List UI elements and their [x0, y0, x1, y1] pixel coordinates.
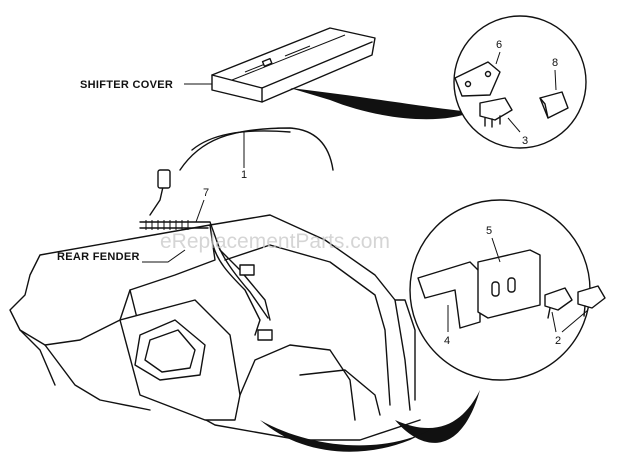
- detail-bubble-bottom: [260, 199, 606, 452]
- label-leaders: [142, 83, 245, 263]
- callout-2: 2: [555, 335, 561, 347]
- callout-1: 1: [241, 169, 247, 181]
- callout-4: 4: [444, 335, 450, 347]
- rear-fender-label: REAR FENDER: [57, 251, 140, 263]
- shifter-cover-label: SHIFTER COVER: [80, 79, 173, 91]
- callout-3: 3: [522, 135, 528, 147]
- rear-fender-drawing: [9, 214, 421, 441]
- wire-harness-drawing: [139, 220, 273, 341]
- detail-bubble-top: [290, 15, 587, 149]
- callout-5: 5: [486, 225, 492, 237]
- shifter-cover-drawing: [211, 27, 376, 103]
- callout-8: 8: [552, 57, 558, 69]
- shifter-cable-drawing: [149, 127, 334, 216]
- watermark-text: eReplacementParts.com: [160, 230, 390, 253]
- callout-6: 6: [496, 39, 502, 51]
- callout-7: 7: [203, 187, 209, 199]
